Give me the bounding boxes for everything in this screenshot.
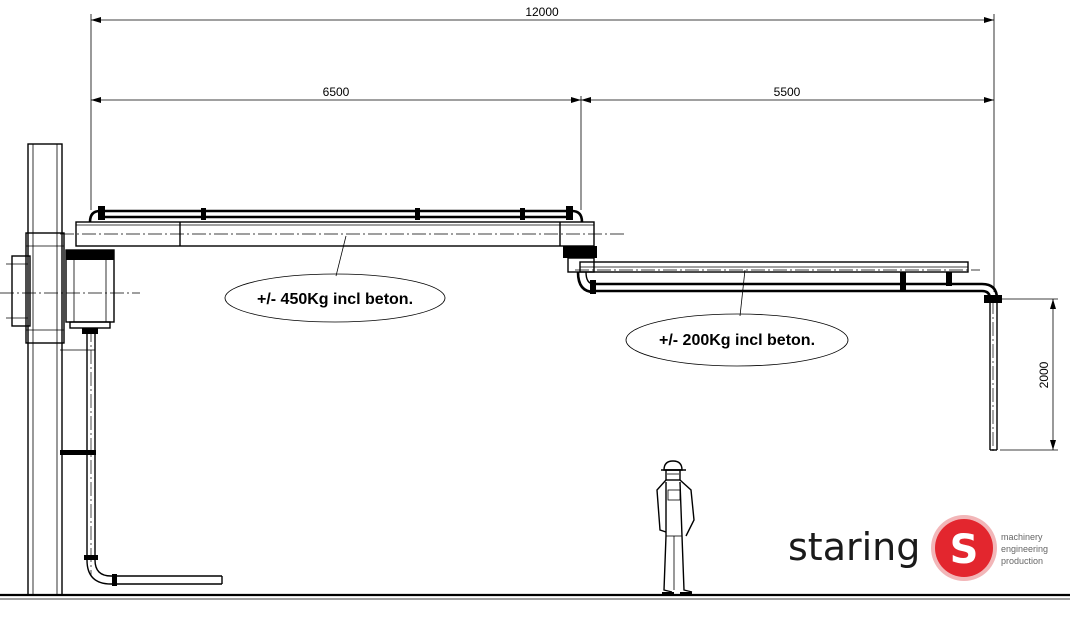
dimension-inner-arm-label: 6500 [323, 85, 350, 99]
callout-outer-arm-weight: +/- 200Kg incl beton. [625, 269, 849, 367]
dimension-inner-arm: 6500 [91, 85, 582, 210]
callout-inner-arm-weight-text: +/- 450Kg incl beton. [257, 291, 413, 308]
logo-emblem-letter: S [950, 527, 979, 573]
inner-arm [60, 206, 625, 247]
logo-tagline-2: engineering [1001, 544, 1048, 554]
dimension-drop-height: 2000 [1000, 298, 1058, 451]
logo-wordmark: staring [788, 525, 920, 569]
dimension-outer-arm: 5500 [581, 85, 994, 103]
logo-tagline-3: production [1001, 556, 1043, 566]
callout-inner-arm-weight: +/- 450Kg incl beton. [224, 235, 446, 323]
logo-tagline-1: machinery [1001, 532, 1043, 542]
dimension-overall-label: 12000 [525, 5, 559, 19]
outer-drop-pipe [981, 282, 1002, 452]
outer-arm [575, 261, 982, 294]
logo-emblem-icon: S [931, 515, 997, 581]
support-column [0, 143, 140, 596]
dimension-outer-arm-label: 5500 [774, 85, 801, 99]
dimension-drop-height-label: 2000 [1037, 361, 1051, 388]
inner-swivel-joint [65, 249, 115, 334]
ground-line [0, 593, 1070, 600]
callout-outer-arm-weight-text: +/- 200Kg incl beton. [659, 332, 815, 349]
dimension-overall: 12000 [90, 5, 995, 292]
staring-logo: staring S machinery engineering producti… [788, 515, 1048, 581]
inner-drop-pipe [60, 328, 223, 586]
worker-figure-icon [656, 460, 695, 596]
